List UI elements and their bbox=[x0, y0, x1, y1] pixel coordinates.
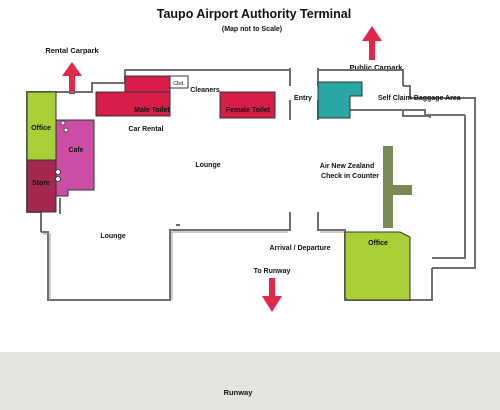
public-carpark-label: Public Carpark bbox=[350, 63, 404, 72]
cbd-closet bbox=[169, 75, 189, 89]
office-right-room bbox=[344, 231, 411, 301]
runway-area bbox=[0, 352, 500, 410]
office-left-label: Office bbox=[31, 125, 51, 132]
checkin-label-line2: Check in Counter bbox=[321, 173, 379, 180]
runway-label: Runway bbox=[224, 388, 254, 397]
cafe-label: Cafe bbox=[68, 147, 83, 154]
arrival-doorway bbox=[289, 212, 319, 228]
runway-down-arrow-icon bbox=[262, 278, 282, 312]
baggage-claim-area bbox=[317, 81, 363, 119]
lounge-lower-label: Lounge bbox=[100, 233, 125, 240]
female-toilet-label: Female Toilet bbox=[226, 107, 271, 114]
store-label: Store bbox=[32, 180, 50, 187]
cafe-fixtures bbox=[55, 120, 69, 182]
car-rental-label: Car Rental bbox=[128, 126, 163, 133]
rental-carpark-label: Rental Carpark bbox=[45, 46, 99, 55]
female-toilet-room bbox=[219, 91, 276, 119]
building-outline-inner bbox=[43, 231, 348, 300]
map-title: Taupo Airport Authority Terminal bbox=[157, 7, 351, 21]
baggage-area-label: Self Claim Baggage Area bbox=[378, 95, 461, 102]
male-toilet-label: Male Toilet bbox=[134, 107, 170, 114]
cbd-label: Cbd. bbox=[173, 81, 185, 87]
entry-label: Entry bbox=[294, 95, 312, 102]
checkin-counter bbox=[383, 146, 412, 228]
public-carpark-arrow-icon bbox=[362, 26, 382, 60]
entry-doorway bbox=[289, 68, 319, 120]
arrival-departure-label: Arrival / Departure bbox=[269, 245, 330, 252]
checkin-label-line1: Air New Zealand bbox=[320, 163, 374, 170]
lounge-upper-label: Lounge bbox=[195, 162, 220, 169]
office-right-label: Office bbox=[368, 240, 388, 247]
to-runway-label: To Runway bbox=[254, 268, 291, 275]
cleaners-label: Cleaners bbox=[190, 87, 220, 94]
map-subtitle: (Map not to Scale) bbox=[222, 26, 282, 33]
rental-carpark-arrow-icon bbox=[62, 62, 82, 94]
cafe-room bbox=[55, 119, 95, 197]
store-room bbox=[26, 159, 57, 213]
male-toilet-room-extension bbox=[95, 91, 171, 117]
